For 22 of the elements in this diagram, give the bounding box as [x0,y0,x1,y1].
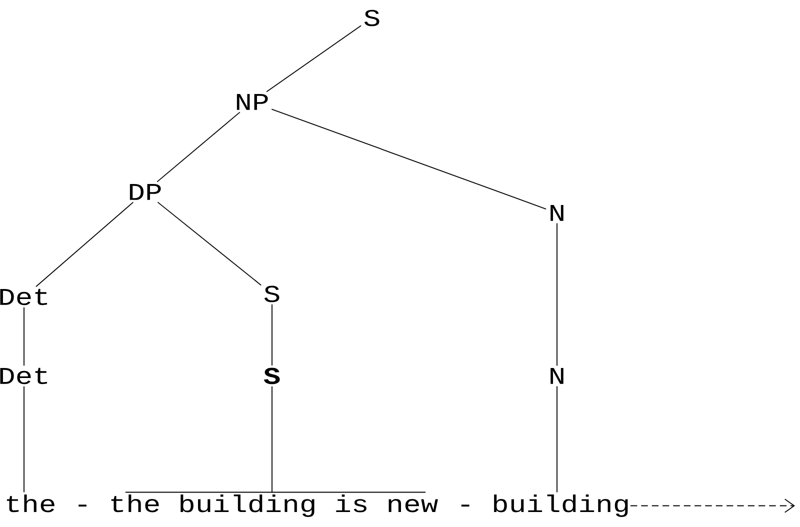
dash-separator: - [78,504,86,507]
branch-line [556,222,558,366]
tree-label: S [364,10,380,26]
arrow [630,498,795,513]
branch-line [271,108,547,210]
tree-label: S [264,286,280,302]
tree-label: N [550,368,564,384]
branch-line [156,112,240,182]
branch-line [36,202,134,288]
tree-label: Det [0,368,48,384]
branch-line [157,202,262,286]
tree-label: NP [236,94,268,110]
tree-label: Det [0,288,48,306]
branch-line [266,25,362,92]
branch-line [556,386,558,493]
sentence-word: the [6,494,54,512]
sentence-word: building [494,494,628,517]
tree-label: S [264,368,280,384]
dash-separator: - [461,504,470,507]
sentence-word: the building is new [111,494,438,517]
tree-label: N [550,205,564,221]
tree-label: DP [130,184,161,200]
